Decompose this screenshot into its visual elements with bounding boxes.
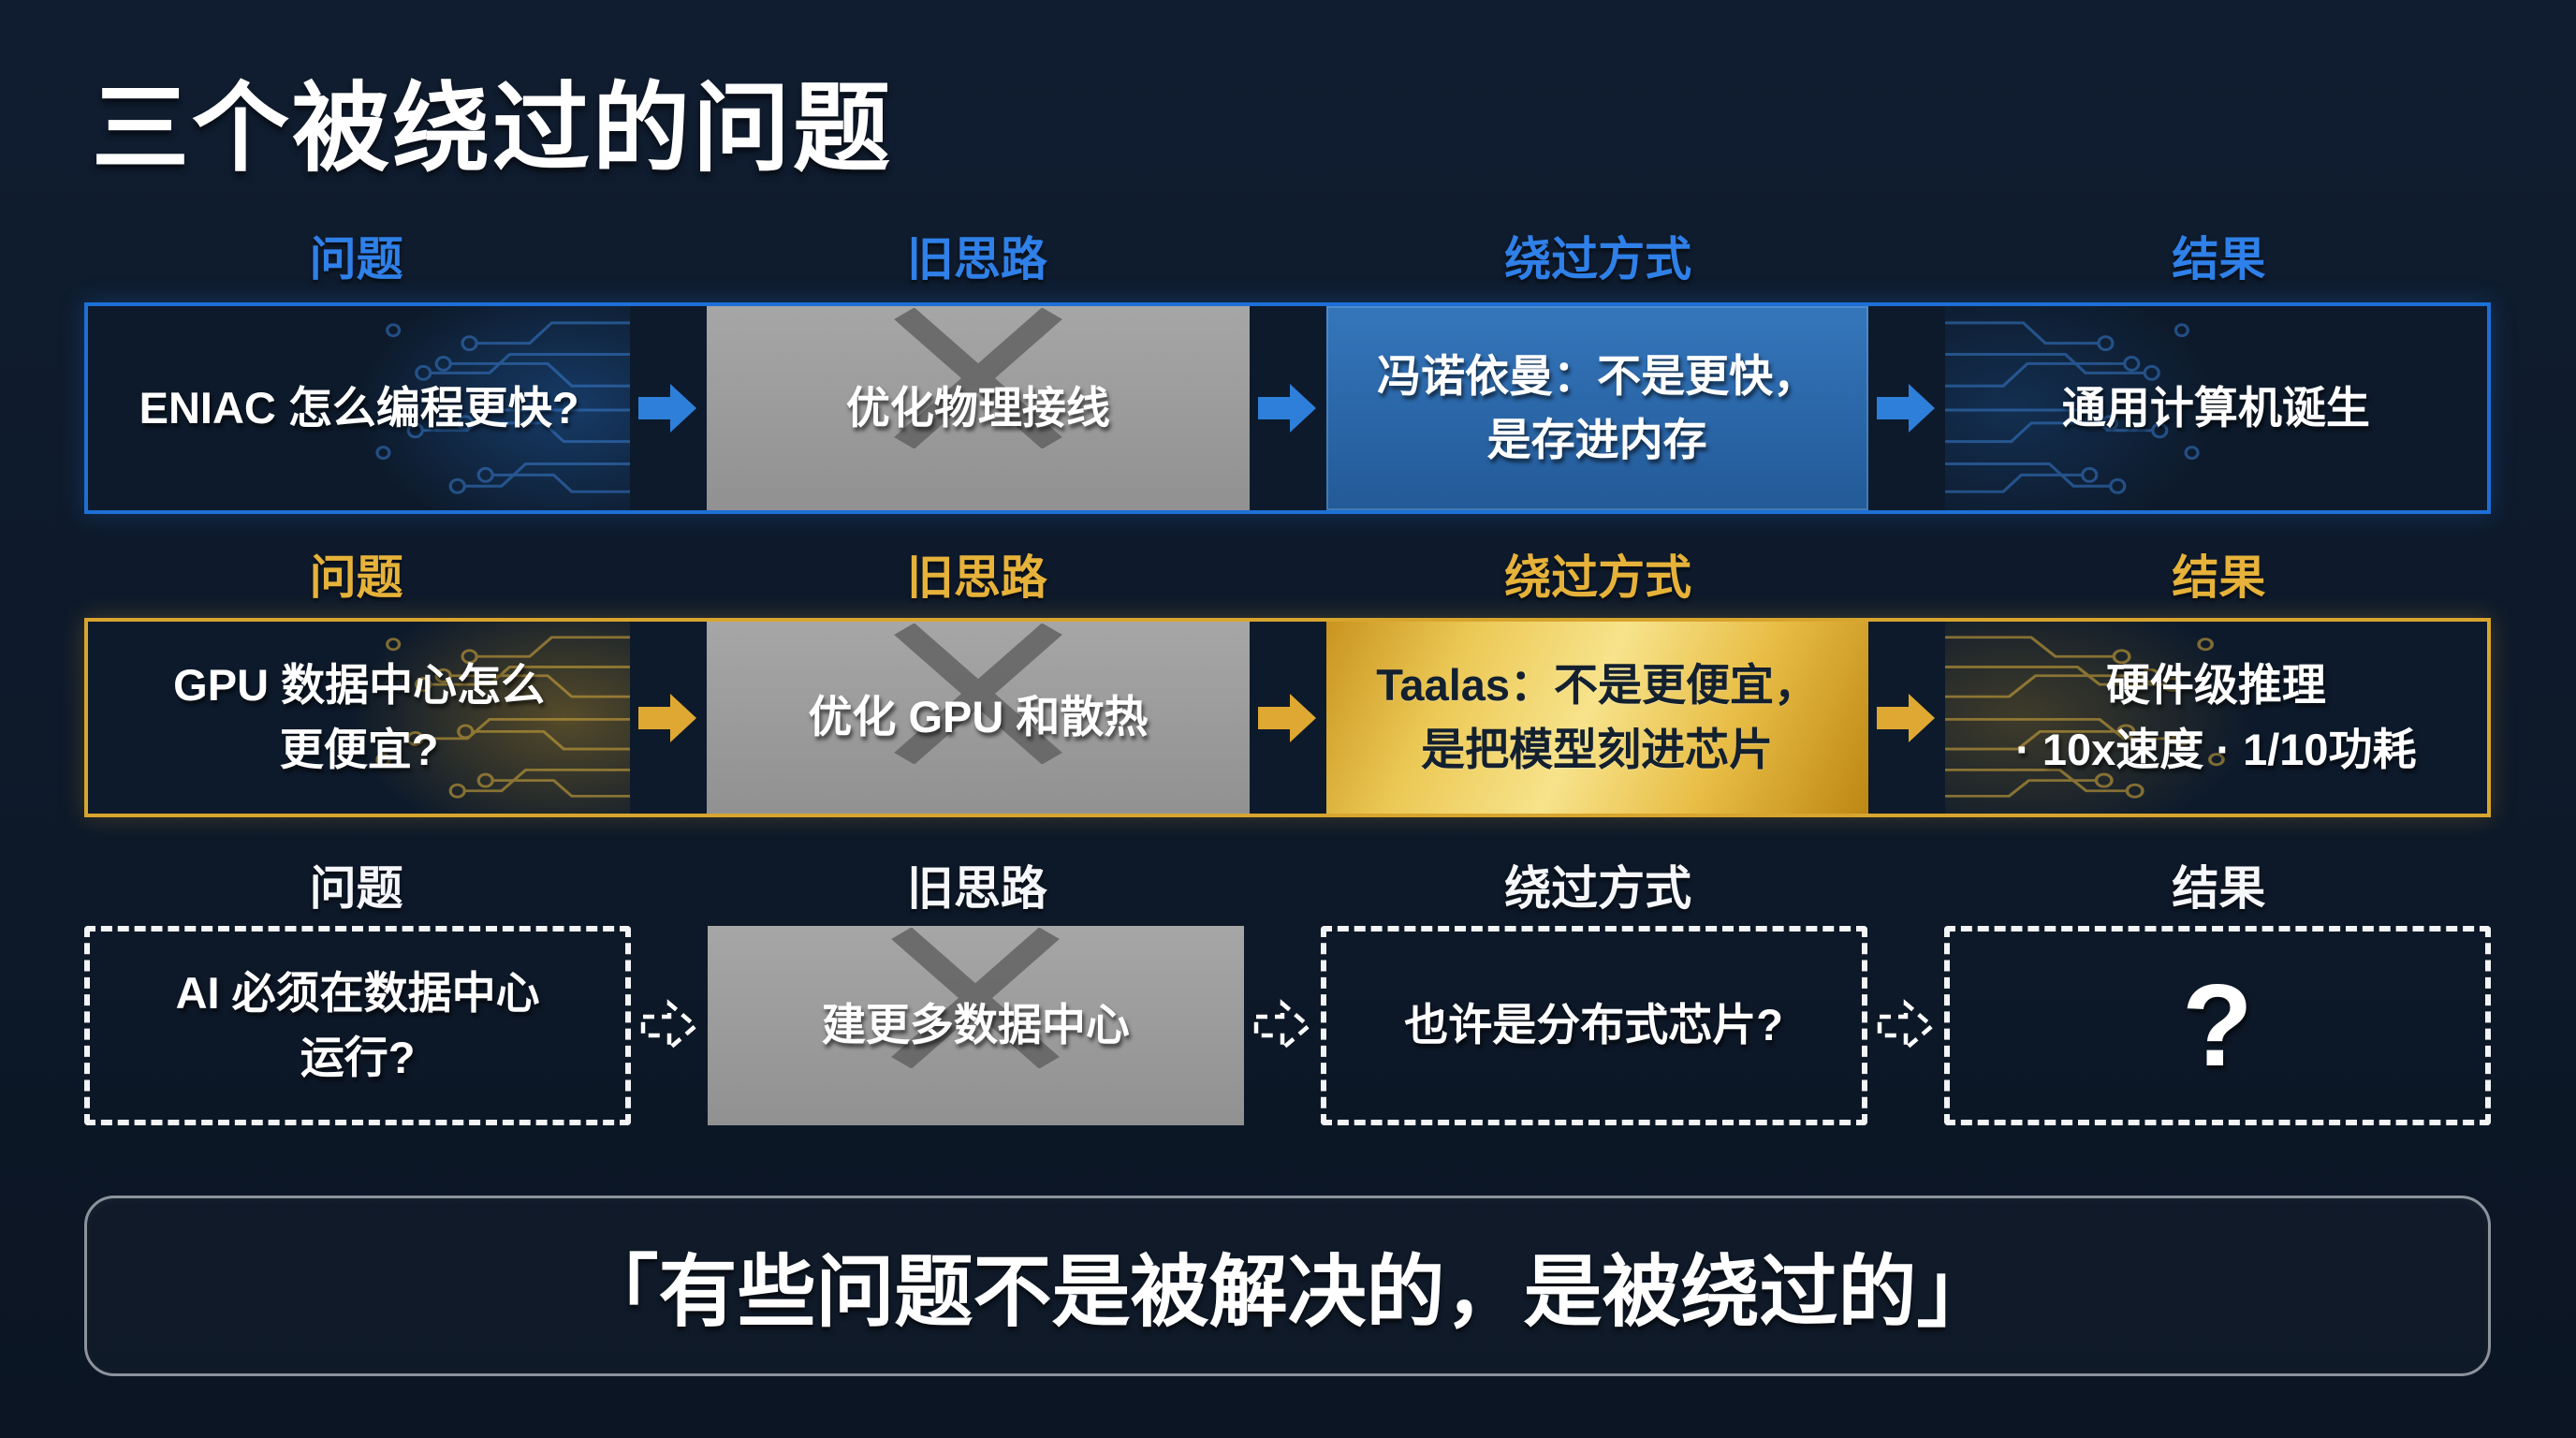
quote-banner: 「有些问题不是被解决的，是被绕过的」 — [84, 1196, 2491, 1376]
old-approach-text: 优化 GPU 和散热 — [808, 692, 1149, 742]
row1-cell-problem: ENIAC 怎么编程更快? — [88, 306, 631, 510]
old-approach-text: 建更多数据中心 — [821, 1000, 1130, 1050]
row3-cell-result: ? — [1943, 926, 2491, 1125]
row2-cell-problem: GPU 数据中心怎么 更便宜? — [88, 622, 631, 814]
column-header-old-approach: 旧思路 — [906, 862, 1047, 915]
column-header-bypass: 绕过方式 — [1504, 551, 1692, 604]
result-text-line1: 硬件级推理 — [2105, 660, 2326, 711]
row2-gap1 — [630, 622, 707, 814]
row1-gap1 — [630, 306, 707, 510]
bypass-text-line1: Taalas：不是更便宜， — [1376, 660, 1819, 711]
row1-gap3 — [1868, 306, 1945, 510]
column-header-result: 结果 — [2172, 233, 2266, 286]
arrow-right-icon — [1257, 378, 1319, 438]
problem-text-line1: GPU 数据中心怎么 — [173, 660, 546, 711]
column-header-problem: 问题 — [309, 233, 403, 286]
row3-gap2 — [1244, 926, 1321, 1125]
row3-cell-bypass: 也许是分布式芯片? — [1320, 926, 1867, 1125]
row2-cell-old-approach: 优化 GPU 和散热 — [707, 622, 1250, 814]
bypass-text-line2: 是存进内存 — [1486, 415, 1707, 464]
column-header-bypass: 绕过方式 — [1504, 233, 1692, 286]
old-approach-text: 优化物理接线 — [845, 382, 1110, 433]
problem-text-line1: AI 必须在数据中心 — [175, 968, 540, 1019]
arrow-right-icon — [637, 378, 699, 438]
row2-cell-result: 硬件级推理 · 10x速度 · 1/10功耗 — [1944, 622, 2487, 814]
arrow-right-dashed-icon — [638, 996, 700, 1056]
row3-headers: 问题 旧思路 绕过方式 结果 — [84, 854, 2491, 916]
row1-cell-old-approach: 优化物理接线 — [707, 306, 1250, 510]
problem-text: ENIAC 怎么编程更快? — [139, 382, 579, 433]
row1-cell-result: 通用计算机诞生 — [1944, 306, 2487, 510]
quote-text: 「有些问题不是被解决的，是被绕过的」 — [579, 1248, 1996, 1336]
bypass-text-line1: 冯诺依曼：不是更快， — [1377, 350, 1818, 401]
bypass-text-line2: 是把模型刻进芯片 — [1421, 724, 1774, 774]
arrow-right-icon — [637, 688, 699, 748]
row1-gap2 — [1250, 306, 1326, 510]
arrow-right-dashed-icon — [1875, 996, 1937, 1056]
row3-gap3 — [1867, 926, 1944, 1125]
row2-gap3 — [1868, 622, 1945, 814]
result-text: 通用计算机诞生 — [2061, 382, 2370, 433]
row3-cell-old-approach: 建更多数据中心 — [708, 926, 1244, 1125]
column-header-result: 结果 — [2172, 862, 2266, 915]
row1-cell-bypass: 冯诺依曼：不是更快， 是存进内存 — [1325, 306, 1868, 510]
column-header-result: 结果 — [2172, 551, 2266, 604]
row2-flow: GPU 数据中心怎么 更便宜? 优化 GPU 和散热 Taalas：不是更便宜，… — [84, 618, 2491, 817]
row3-cell-problem: AI 必须在数据中心 运行? — [84, 926, 632, 1125]
column-header-old-approach: 旧思路 — [906, 233, 1047, 286]
arrow-right-dashed-icon — [1251, 996, 1313, 1056]
row1-flow: ENIAC 怎么编程更快? 优化物理接线 冯诺依曼：不是更快， 是存进内存 通用… — [84, 302, 2491, 514]
column-header-problem: 问题 — [309, 551, 403, 604]
problem-text-line2: 更便宜? — [279, 724, 439, 774]
result-text-line2: · 10x速度 · 1/10功耗 — [2015, 724, 2417, 774]
arrow-right-icon — [1876, 378, 1938, 438]
row1-headers: 问题 旧思路 绕过方式 结果 — [84, 225, 2491, 286]
row2-gap2 — [1250, 622, 1326, 814]
arrow-right-icon — [1876, 688, 1938, 748]
row2-headers: 问题 旧思路 绕过方式 结果 — [84, 543, 2491, 605]
bypass-text: 也许是分布式芯片? — [1404, 1000, 1783, 1050]
row2-cell-bypass: Taalas：不是更便宜， 是把模型刻进芯片 — [1325, 622, 1868, 814]
row3-flow: AI 必须在数据中心 运行? 建更多数据中心 也许是分布式芯片? ? — [84, 926, 2491, 1125]
column-header-bypass: 绕过方式 — [1504, 862, 1692, 915]
page-title: 三个被绕过的问题 — [92, 75, 894, 183]
arrow-right-icon — [1257, 688, 1319, 748]
column-header-old-approach: 旧思路 — [906, 551, 1047, 604]
result-question-mark: ? — [2182, 961, 2253, 1091]
row3-gap1 — [631, 926, 708, 1125]
column-header-problem: 问题 — [309, 862, 403, 915]
problem-text-line2: 运行? — [300, 1032, 416, 1082]
